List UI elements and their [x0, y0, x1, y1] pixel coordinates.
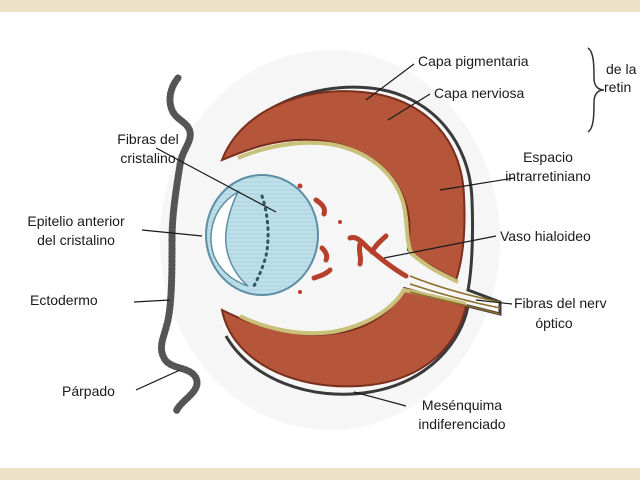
- neural-layer-lower: [239, 287, 467, 336]
- label-fibras-nervio-1: Fibras del nerv: [514, 295, 607, 311]
- figure-frame: Capa pigmentaria Capa nerviosa de la ret…: [0, 12, 640, 468]
- label-mesenquima-1: Mesénquima: [422, 397, 502, 413]
- leader-fibras-nervio: [475, 299, 513, 305]
- label-capa-nerviosa: Capa nerviosa: [434, 85, 524, 101]
- ectoderm-lower: [158, 236, 201, 416]
- label-epitelio-1: Epitelio anterior: [27, 213, 125, 229]
- vessel-dot: [338, 220, 342, 224]
- leader-capa-pigmentaria: [365, 63, 415, 101]
- ectoderm-upper: [166, 74, 194, 244]
- leader-espacio: [439, 177, 515, 191]
- hyaloid-vessel: [347, 233, 409, 279]
- vessel-fragment: [313, 197, 327, 217]
- leader-fibras-cristalino: [155, 147, 277, 213]
- neural-layer-upper: [237, 140, 459, 284]
- label-retina-group-1: de la: [606, 61, 637, 77]
- label-espacio-1: Espacio: [523, 149, 573, 165]
- lens: [205, 174, 319, 296]
- leader-vaso: [383, 235, 497, 259]
- leader-mesenquima: [353, 391, 407, 407]
- optic-cup-outline: [224, 85, 502, 396]
- eye-development-diagram: Capa pigmentaria Capa nerviosa de la ret…: [27, 47, 637, 432]
- retina-bracket: [587, 47, 605, 133]
- leader-capa-nerviosa: [387, 93, 431, 121]
- leader-lines: [133, 63, 515, 407]
- lens-fiber-nuclei: [252, 194, 270, 288]
- optic-nerve-fibers: [409, 275, 501, 315]
- label-espacio-2: intrarretiniano: [505, 168, 591, 184]
- label-ectodermo: Ectodermo: [30, 292, 98, 308]
- label-fibras-cristalino-2: cristalino: [120, 150, 175, 166]
- label-mesenquima-2: indiferenciado: [418, 416, 505, 432]
- label-retina-group-2: retin: [604, 79, 631, 95]
- leader-parpado: [135, 369, 181, 391]
- vessel-fragment: [319, 245, 330, 263]
- label-fibras-cristalino-1: Fibras del: [117, 131, 178, 147]
- label-parpado: Párpado: [62, 383, 115, 399]
- vessel-fragment: [311, 267, 333, 281]
- label-fibras-nervio-2: óptico: [535, 315, 573, 331]
- label-vaso-hialoideo: Vaso hialoideo: [500, 228, 591, 244]
- leader-ectodermo: [133, 299, 171, 303]
- vessel-dot: [298, 290, 302, 294]
- label-capa-pigmentaria: Capa pigmentaria: [418, 53, 529, 69]
- vessel-dot: [297, 183, 303, 189]
- label-epitelio-2: del cristalino: [37, 232, 115, 248]
- lens-anterior-epithelium: [210, 190, 249, 287]
- leader-epitelio: [141, 229, 203, 237]
